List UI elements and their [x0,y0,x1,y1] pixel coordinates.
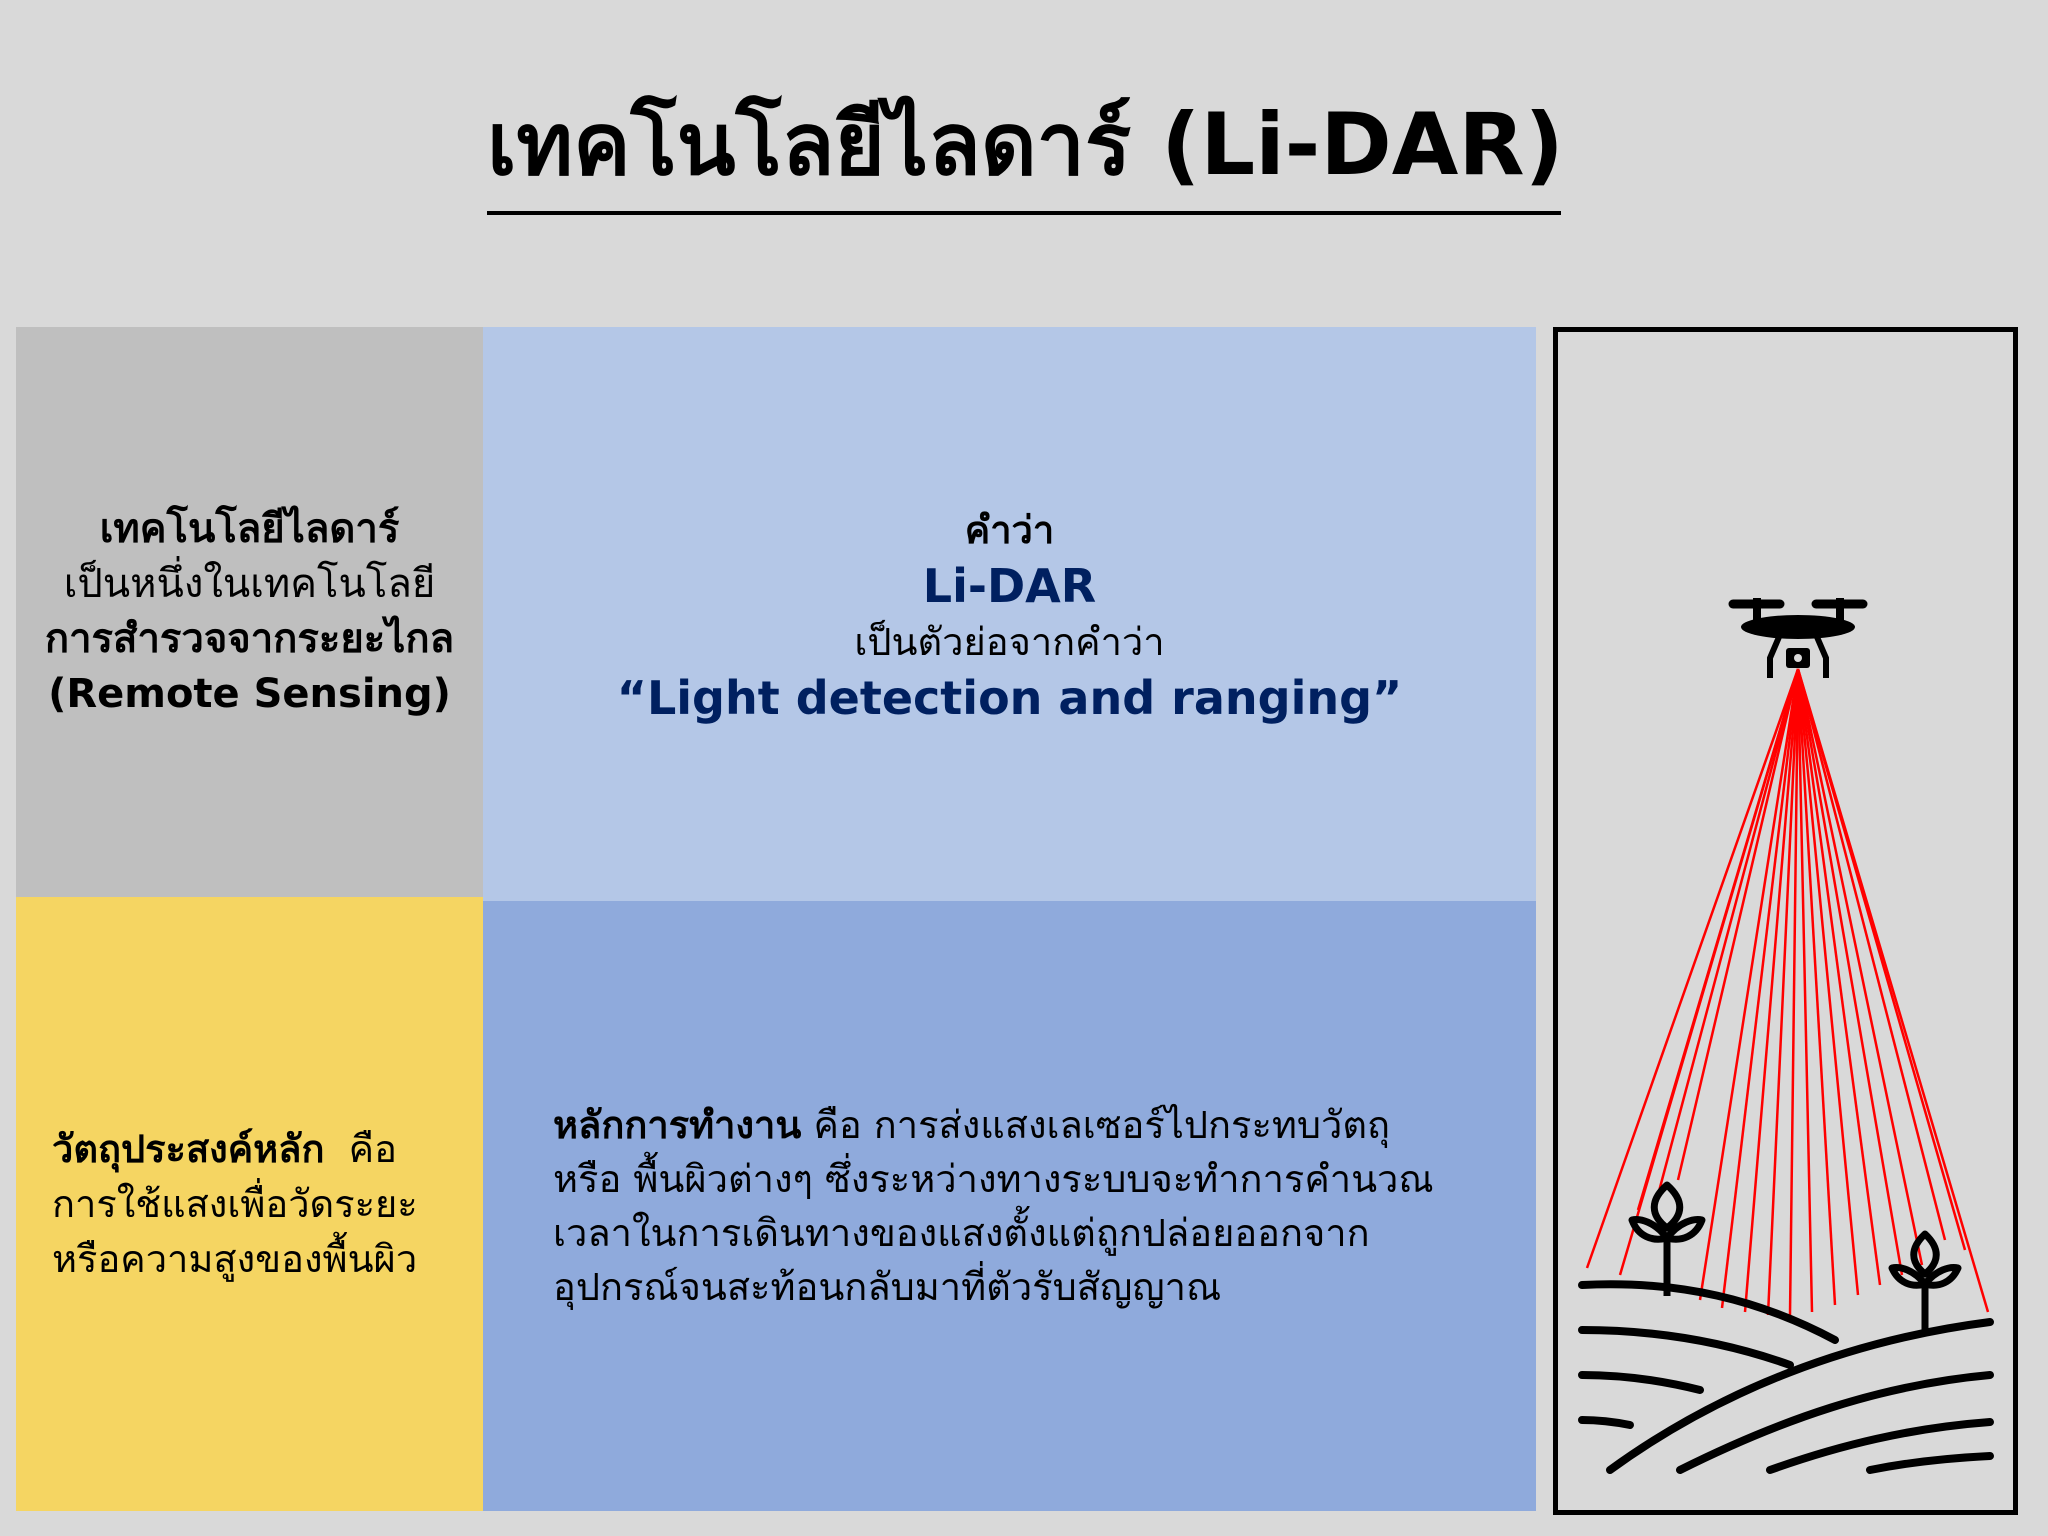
term-box: คำว่า Li-DAR เป็นตัวย่อจากคำว่า “Light d… [483,327,1536,901]
page-title: เทคโนโลยีไลดาร์ (Li-DAR) [487,95,1564,195]
title-underline [487,211,1561,215]
term-acronym: Li-DAR [922,559,1097,613]
objective-box: วัตถุประสงค์หลัก คือ การใช้แสงเพื่อวัดระ… [16,897,483,1511]
field-icon [1578,1280,1994,1474]
principle-heading: หลักการทำงาน [553,1103,802,1147]
objective-line: หรือความสูงของพื้นผิว [52,1236,418,1281]
term-line: คำว่า [964,508,1055,552]
objective-connector: คือ [348,1126,397,1171]
term-line: เป็นตัวย่อจากคำว่า [854,620,1165,664]
lidar-illustration [1553,327,2018,1515]
laser-beams [1585,668,1990,1316]
principle-box: หลักการทำงาน คือ การส่งแสงเลเซอร์ไปกระทบ… [483,901,1536,1511]
objective-heading: วัตถุประสงค์หลัก [52,1126,325,1171]
term-expansion: “Light detection and ranging” [616,671,1403,725]
illustration-svg [1578,598,1994,1474]
definition-line: (Remote Sensing) [48,671,451,717]
drone-icon [1728,598,1868,678]
definition-line: เป็นหนึ่งในเทคโนโลยี [63,561,436,607]
definition-line: เทคโนโลยีไลดาร์ [99,506,400,552]
objective-line: การใช้แสงเพื่อวัดระยะ [52,1181,418,1226]
principle-line: คือ การส่งแสงเลเซอร์ไปกระทบวัตถุ [801,1103,1391,1147]
principle-line: เวลาในการเดินทางของแสงตั้งแต่ถูกปล่อยออก… [553,1211,1370,1255]
definition-line: การสำรวจจากระยะไกล [44,616,455,662]
definition-box: เทคโนโลยีไลดาร์ เป็นหนึ่งในเทคโนโลยี การ… [16,327,483,897]
principle-line: อุปกรณ์จนสะท้อนกลับมาที่ตัวรับสัญญาณ [553,1265,1222,1309]
principle-line: หรือ พื้นผิวต่างๆ ซึ่งระหว่างทางระบบจะทำ… [553,1157,1434,1201]
